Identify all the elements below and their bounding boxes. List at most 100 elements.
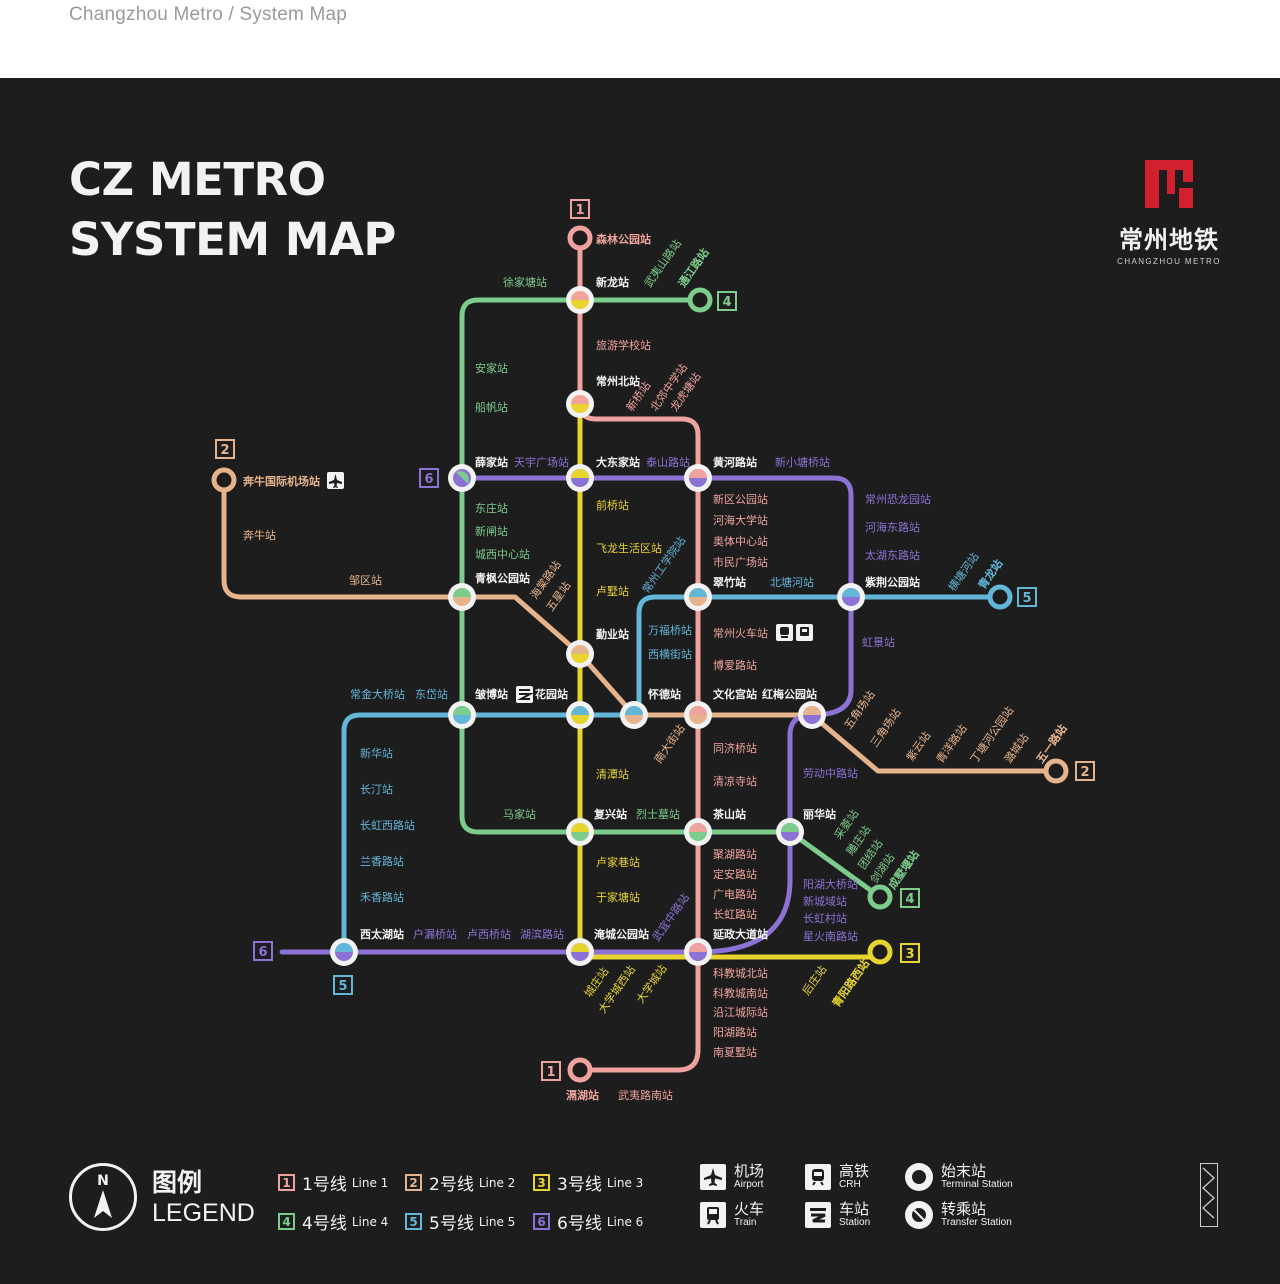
transfer-yanchenggongyuan[interactable] — [566, 938, 594, 966]
station-label[interactable]: 清潭站 — [596, 767, 629, 781]
transfer-lihua[interactable] — [776, 818, 804, 846]
station-label[interactable]: 星火南路站 — [803, 929, 858, 943]
station-label[interactable]: 卢西桥站 — [467, 927, 511, 941]
station-label[interactable]: 五一路站 — [1033, 722, 1070, 766]
station-label[interactable]: 大学城站 — [633, 962, 670, 1006]
station-label[interactable]: 奔牛国际机场站 — [242, 474, 320, 488]
station-label[interactable]: 翠竹站 — [713, 575, 746, 589]
station-label[interactable]: 黄河路站 — [713, 455, 757, 469]
station-label[interactable]: 市民广场站 — [713, 555, 768, 569]
station-label[interactable]: 前桥站 — [596, 498, 629, 512]
transfer-cuizhu[interactable] — [684, 583, 712, 611]
transfer-hongmei[interactable] — [798, 701, 826, 729]
transfer-zhuangfu[interactable] — [448, 701, 476, 729]
station-label[interactable]: 博爱路站 — [713, 658, 757, 672]
station-label[interactable]: 邹区站 — [349, 573, 382, 587]
station-label[interactable]: 滆湖站 — [566, 1088, 599, 1102]
station-label[interactable]: 新区公园站 — [713, 492, 768, 506]
station-label[interactable]: 飞龙生活区站 — [596, 541, 662, 555]
station-label[interactable]: 通江路站 — [675, 246, 712, 290]
station-label[interactable]: 旅游学校站 — [596, 338, 651, 352]
terminal-benniu-airport[interactable] — [211, 467, 237, 493]
transfer-huaide[interactable] — [620, 701, 648, 729]
transfer-changzhoubei[interactable] — [566, 390, 594, 418]
station-label[interactable]: 卢家巷站 — [596, 855, 640, 869]
station-label[interactable]: 常州北站 — [596, 374, 640, 388]
station-label[interactable]: 武夷路南站 — [618, 1088, 673, 1102]
station-label[interactable]: 卢墅站 — [596, 584, 629, 598]
transfer-huayuan[interactable] — [566, 701, 594, 729]
station-label[interactable]: 科教城北站 — [713, 966, 768, 980]
station-label[interactable]: 湖滨路站 — [520, 927, 564, 941]
station-label[interactable]: 徐家塘站 — [503, 275, 547, 289]
station-label[interactable]: 泰山路站 — [646, 455, 690, 469]
transfer-qingfeng[interactable] — [448, 583, 476, 611]
terminal-senlin[interactable] — [567, 225, 593, 251]
station-label[interactable]: 新华站 — [360, 746, 393, 760]
station-label[interactable]: 科教城南站 — [713, 986, 768, 1000]
terminal-chengyu[interactable] — [867, 884, 893, 910]
station-label[interactable]: 常州火车站 — [713, 626, 768, 640]
station-label[interactable]: 河海东路站 — [865, 520, 920, 534]
station-label[interactable]: 定安路站 — [713, 867, 757, 881]
station-label[interactable]: 横塘河站 — [945, 550, 982, 594]
station-label[interactable]: 东庄站 — [475, 501, 508, 515]
transfer-chashan[interactable] — [684, 818, 712, 846]
station-label[interactable]: 三角场站 — [867, 706, 904, 750]
station-label[interactable]: 长汀站 — [360, 782, 393, 796]
station-label[interactable]: 天宇广场站 — [514, 455, 569, 469]
station-label[interactable]: 茶山站 — [712, 807, 746, 821]
station-label[interactable]: 安家站 — [475, 361, 508, 375]
station-label[interactable]: 户漏桥站 — [413, 927, 457, 941]
station-label[interactable]: 延政大道站 — [712, 927, 768, 941]
station-label[interactable]: 河海大学站 — [713, 513, 768, 527]
station-label[interactable]: 潞城站 — [1001, 731, 1031, 766]
station-label[interactable]: 五角场站 — [841, 688, 878, 732]
station-label[interactable]: 劳动中路站 — [803, 766, 858, 780]
station-label[interactable]: 同济桥站 — [713, 741, 757, 755]
station-label[interactable]: 长虹西路站 — [360, 818, 415, 832]
station-label[interactable]: 薛家站 — [475, 455, 508, 469]
station-label[interactable]: 兰香路站 — [360, 854, 404, 868]
station-label[interactable]: 西太湖站 — [360, 927, 404, 941]
terminal-tongjianglu[interactable] — [687, 287, 713, 313]
station-label[interactable]: 广电路站 — [713, 887, 757, 901]
station-label[interactable]: 北塘河站 — [770, 575, 814, 589]
station-label[interactable]: 虹景站 — [862, 635, 895, 649]
station-label[interactable]: 紫荆公园站 — [865, 575, 920, 589]
transfer-qinye[interactable] — [566, 640, 594, 668]
station-label[interactable]: 淹城公园站 — [594, 927, 649, 941]
station-label[interactable]: 紫云站 — [903, 729, 933, 764]
station-label[interactable]: 万福桥站 — [648, 623, 692, 637]
station-label[interactable]: 沿江城际站 — [713, 1005, 768, 1019]
station-label[interactable]: 长虹村站 — [803, 911, 847, 925]
station-label[interactable]: 青阳路西站 — [829, 957, 872, 1010]
station-label[interactable]: 勤业站 — [596, 627, 629, 641]
station-label[interactable]: 复兴站 — [593, 807, 627, 821]
station-label[interactable]: 常金大桥站 — [350, 687, 405, 701]
station-label[interactable]: 武宜中路站 — [649, 891, 692, 944]
station-label[interactable]: 新龙站 — [596, 275, 629, 289]
transfer-yanzhengdadao[interactable] — [684, 938, 712, 966]
station-label[interactable]: 阳湖路站 — [713, 1025, 757, 1039]
station-label[interactable]: 奥体中心站 — [713, 534, 768, 548]
station-label[interactable]: 奔牛站 — [243, 528, 276, 542]
station-label[interactable]: 阳湖大桥站 — [803, 877, 858, 891]
terminal-huaihu[interactable] — [567, 1057, 593, 1083]
transfer-dadongjia[interactable] — [566, 464, 594, 492]
station-label[interactable]: 文化宫站 — [713, 687, 757, 701]
station-label[interactable]: 丽华站 — [803, 807, 836, 821]
station-label[interactable]: 马家站 — [503, 807, 536, 821]
station-label[interactable]: 西横街站 — [648, 647, 692, 661]
station-label[interactable]: 新闸站 — [475, 524, 508, 538]
station-label[interactable]: 禾香路站 — [360, 890, 404, 904]
station-label[interactable]: 花园站 — [535, 687, 568, 701]
station-label[interactable]: 长虹路站 — [713, 907, 757, 921]
station-label[interactable]: 聚湖路站 — [713, 847, 757, 861]
station-label[interactable]: 城西中心站 — [475, 547, 530, 561]
terminal-qinglong[interactable] — [987, 584, 1013, 610]
transfer-xitaihu[interactable] — [330, 938, 358, 966]
station-label[interactable]: 常州恐龙园站 — [865, 492, 931, 506]
terminal-wuyilu[interactable] — [1043, 758, 1069, 784]
terminal-qingyangxi[interactable] — [867, 939, 893, 965]
